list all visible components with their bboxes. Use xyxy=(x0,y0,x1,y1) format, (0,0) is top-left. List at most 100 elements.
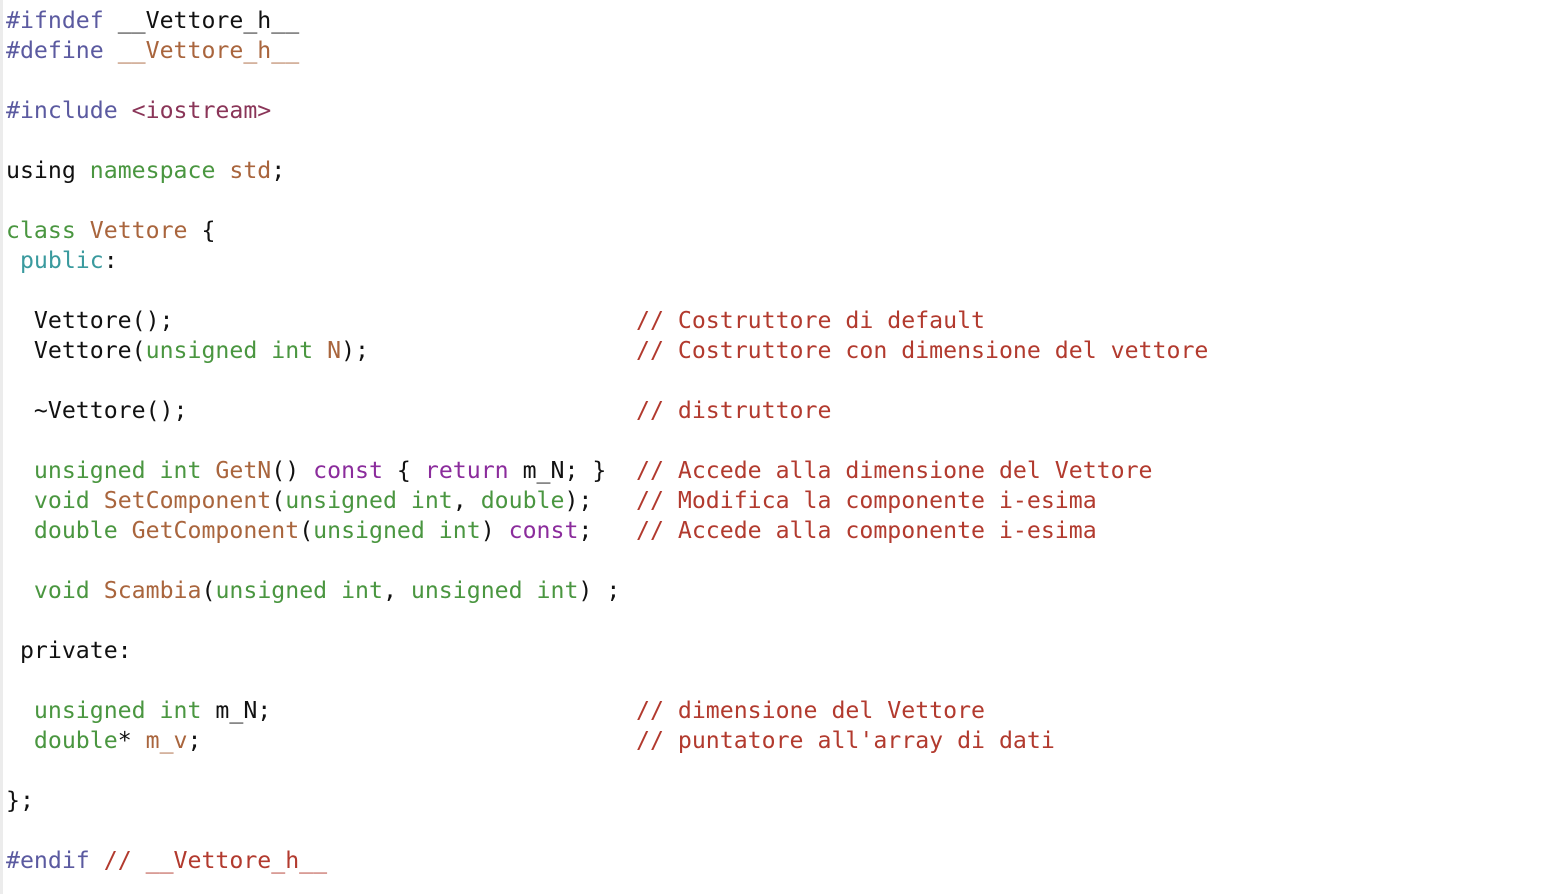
code-token: unsigned int xyxy=(33,457,202,484)
code-editor[interactable]: #ifndef __Vettore_h__#define __Vettore_h… xyxy=(6,6,1546,894)
code-token: N xyxy=(327,337,342,364)
code-line[interactable]: #endif // __Vettore_h__ xyxy=(6,846,1546,876)
code-token: #endif xyxy=(6,847,90,874)
code-comment: // distruttore xyxy=(636,397,832,424)
code-text: #define __Vettore_h__ xyxy=(6,36,299,66)
code-token xyxy=(6,697,34,724)
code-line[interactable] xyxy=(6,756,1546,786)
code-text: void Scambia(unsigned int, unsigned int)… xyxy=(6,576,620,606)
code-token: GetComponent xyxy=(131,517,300,544)
code-token: * xyxy=(117,727,146,754)
code-text: ~Vettore(); xyxy=(6,396,188,426)
code-token xyxy=(90,487,104,514)
code-token xyxy=(6,517,34,544)
code-token xyxy=(104,37,118,64)
code-token xyxy=(6,577,34,604)
code-token: ); xyxy=(564,487,593,514)
code-text: void SetComponent(unsigned int, double); xyxy=(6,486,592,516)
code-token: Vettore xyxy=(89,217,188,244)
code-token xyxy=(201,457,215,484)
code-line[interactable]: Vettore(unsigned int N);// Costruttore c… xyxy=(6,336,1546,366)
code-token xyxy=(90,847,104,874)
code-line[interactable] xyxy=(6,186,1546,216)
code-comment: // Modifica la componente i-esima xyxy=(636,487,1097,514)
code-line[interactable]: unsigned int m_N;// dimensione del Vetto… xyxy=(6,696,1546,726)
code-line[interactable]: Vettore();// Costruttore di default xyxy=(6,306,1546,336)
code-token: unsigned int xyxy=(33,697,202,724)
code-line[interactable] xyxy=(6,66,1546,96)
code-line[interactable] xyxy=(6,606,1546,636)
code-token: m_N; } xyxy=(508,457,607,484)
code-token: { xyxy=(382,457,425,484)
code-token: GetN xyxy=(215,457,272,484)
code-token xyxy=(118,517,132,544)
code-token: #ifndef xyxy=(6,7,104,34)
code-text: #ifndef __Vettore_h__ xyxy=(6,6,299,36)
code-comment: // Costruttore con dimensione del vettor… xyxy=(636,337,1209,364)
code-token: #define xyxy=(6,37,104,64)
code-token: class xyxy=(6,217,76,244)
code-line[interactable]: #include <iostream> xyxy=(6,96,1546,126)
code-token: __Vettore_h__ xyxy=(117,37,300,64)
code-token: unsigned int xyxy=(313,517,481,544)
code-text: double* m_v; xyxy=(6,726,202,756)
code-line[interactable]: double* m_v; // puntatore all'array di da… xyxy=(6,726,1546,756)
code-text: unsigned int GetN() const { return m_N; … xyxy=(6,456,606,486)
code-text: public: xyxy=(6,246,118,276)
code-token xyxy=(90,577,104,604)
code-text: private: xyxy=(6,636,132,666)
code-token xyxy=(104,7,118,34)
code-token: : xyxy=(103,247,118,274)
code-token: public xyxy=(19,247,104,274)
code-token: void xyxy=(33,487,90,514)
code-token: std xyxy=(229,157,272,184)
code-token: const xyxy=(313,457,383,484)
code-token: ; xyxy=(578,517,593,544)
code-line[interactable]: #define __Vettore_h__ xyxy=(6,36,1546,66)
code-token: unsigned int xyxy=(215,577,383,604)
code-line[interactable]: unsigned int GetN() const { return m_N; … xyxy=(6,456,1546,486)
code-line[interactable]: #ifndef __Vettore_h__ xyxy=(6,6,1546,36)
code-token: m_N; xyxy=(201,697,272,724)
code-line[interactable]: public: xyxy=(6,246,1546,276)
code-line[interactable] xyxy=(6,276,1546,306)
code-text: #endif // __Vettore_h__ xyxy=(6,846,327,876)
code-token xyxy=(6,727,34,754)
code-line[interactable]: double GetComponent(unsigned int) const;… xyxy=(6,516,1546,546)
code-token: ; xyxy=(187,727,202,754)
code-line[interactable]: class Vettore { xyxy=(6,216,1546,246)
code-token: , xyxy=(382,577,411,604)
code-line[interactable] xyxy=(6,366,1546,396)
code-token: ~Vettore(); xyxy=(6,397,188,424)
code-text: #include <iostream> xyxy=(6,96,271,126)
code-token: Vettore(); xyxy=(6,307,174,334)
code-line[interactable] xyxy=(6,666,1546,696)
code-token xyxy=(6,457,34,484)
code-text: }; xyxy=(6,786,34,816)
code-comment: // Accede alla componente i-esima xyxy=(636,517,1097,544)
code-text: class Vettore { xyxy=(6,216,215,246)
code-comment: // puntatore all'array di dati xyxy=(636,727,1055,754)
code-line[interactable]: private: xyxy=(6,636,1546,666)
code-token: m_v xyxy=(145,727,188,754)
code-token: () xyxy=(271,457,314,484)
code-token: SetComponent xyxy=(103,487,272,514)
code-token: unsigned int xyxy=(410,577,579,604)
code-token: double xyxy=(480,487,565,514)
code-line[interactable] xyxy=(6,816,1546,846)
code-line[interactable]: using namespace std; xyxy=(6,156,1546,186)
code-token: void xyxy=(33,577,90,604)
code-line[interactable]: void Scambia(unsigned int, unsigned int)… xyxy=(6,576,1546,606)
code-token xyxy=(6,487,34,514)
code-line[interactable] xyxy=(6,546,1546,576)
code-token: { xyxy=(187,217,216,244)
code-token: ); xyxy=(341,337,369,364)
code-line[interactable]: ~Vettore(); // distruttore xyxy=(6,396,1546,426)
code-comment: // Accede alla dimensione del Vettore xyxy=(636,457,1153,484)
code-token: __Vettore_h__ xyxy=(117,7,300,34)
code-line[interactable] xyxy=(6,426,1546,456)
code-line[interactable]: }; xyxy=(6,786,1546,816)
code-line[interactable] xyxy=(6,126,1546,156)
code-line[interactable]: void SetComponent(unsigned int, double);… xyxy=(6,486,1546,516)
code-token: ( xyxy=(299,517,314,544)
